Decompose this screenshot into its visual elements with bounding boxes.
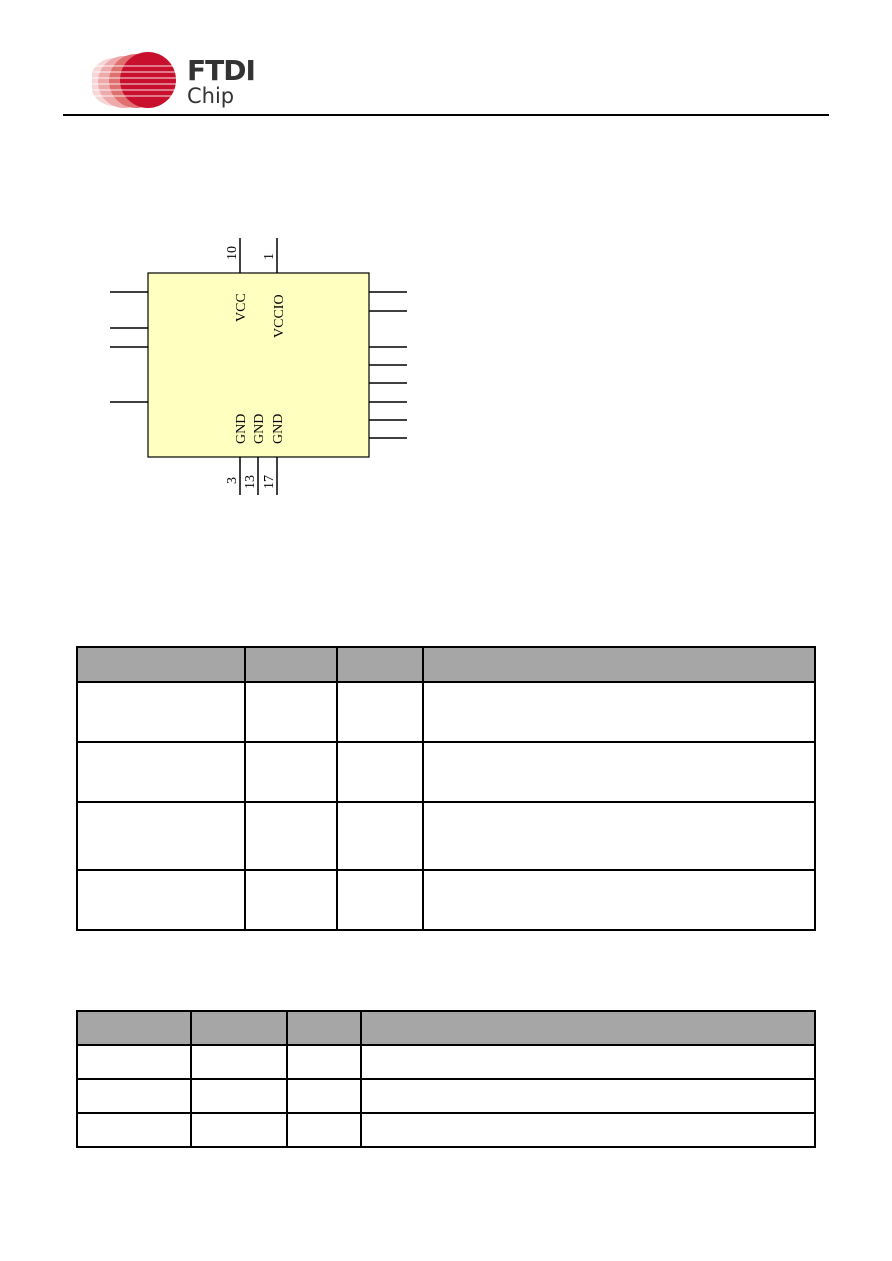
table-cell (76, 1078, 192, 1114)
chip-schematic: 10 1 VCC VCCIO GND GND GND 3 13 17 (110, 238, 407, 495)
logo-ftdi-text: FTDI (187, 54, 256, 87)
pin-3-number: 3 (225, 477, 240, 484)
pin-gnd-17-name: GND (271, 414, 286, 444)
pin-gnd-3-name: GND (234, 414, 249, 444)
table-row (76, 1044, 816, 1080)
table-header-cell (244, 646, 338, 683)
table-cell (190, 1078, 288, 1114)
table-cell (422, 869, 816, 931)
table-header-cell (336, 646, 424, 683)
table-cell (422, 681, 816, 743)
chip-body (147, 272, 370, 458)
table-cell (190, 1112, 288, 1148)
table-header-cell (76, 1010, 192, 1046)
table-cell (76, 869, 246, 931)
table-row (76, 801, 816, 871)
pin-13-number: 13 (243, 475, 258, 489)
table-cell (422, 801, 816, 871)
table-cell (76, 1112, 192, 1148)
ftdi-logo (92, 52, 176, 108)
pin-description-table-2 (76, 1010, 816, 1148)
pin-1-number: 1 (262, 253, 277, 260)
table-row (76, 681, 816, 743)
table-cell (244, 681, 338, 743)
table-cell (422, 741, 816, 803)
table-header-row (76, 1010, 816, 1046)
table-cell (286, 1078, 362, 1114)
table-cell (336, 741, 424, 803)
logo-chip-text: Chip (187, 84, 235, 108)
header-rule (63, 114, 829, 116)
pin-10-number: 10 (225, 246, 240, 260)
table-header-cell (190, 1010, 288, 1046)
table-header-cell (360, 1010, 816, 1046)
table-row (76, 1112, 816, 1148)
table-cell (244, 801, 338, 871)
pin-description-table-1 (76, 646, 816, 931)
pin-gnd-13-name: GND (252, 414, 267, 444)
table-cell (190, 1044, 288, 1080)
table-cell (360, 1112, 816, 1148)
table-row (76, 869, 816, 931)
pin-vcc-name: VCC (234, 293, 249, 322)
table-cell (76, 801, 246, 871)
table-cell (360, 1044, 816, 1080)
table-cell (336, 801, 424, 871)
table-cell (76, 741, 246, 803)
table-cell (244, 869, 338, 931)
table-cell (360, 1078, 816, 1114)
table-cell (336, 869, 424, 931)
table-header-cell (286, 1010, 362, 1046)
table-cell (76, 681, 246, 743)
table-row (76, 1078, 816, 1114)
table-header-row (76, 646, 816, 683)
table-cell (76, 1044, 192, 1080)
table-cell (286, 1112, 362, 1148)
table-header-cell (76, 646, 246, 683)
table-header-cell (422, 646, 816, 683)
pin-17-number: 17 (262, 475, 277, 489)
table-cell (286, 1044, 362, 1080)
pin-vccio-name: VCCIO (272, 294, 287, 338)
table-row (76, 741, 816, 803)
table-cell (336, 681, 424, 743)
table-cell (244, 741, 338, 803)
